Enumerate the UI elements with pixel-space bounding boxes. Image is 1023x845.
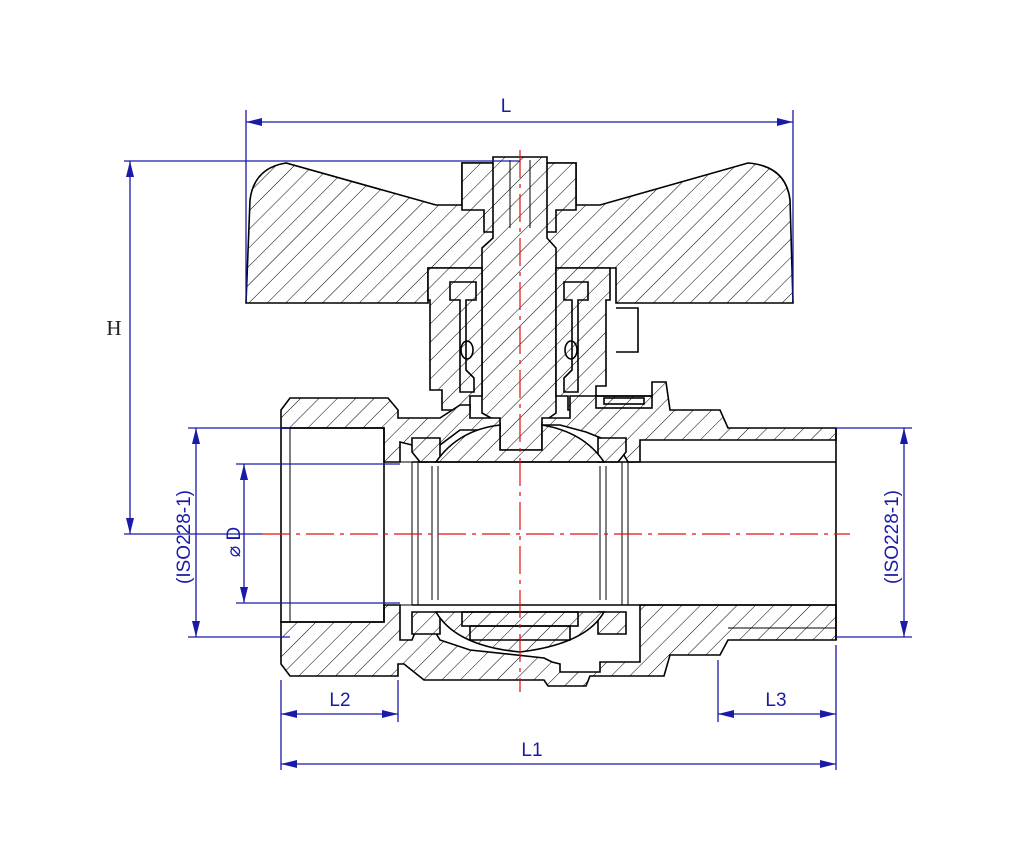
label-thread-left: (ISO228-1) — [174, 490, 195, 584]
stem — [481, 156, 557, 451]
dimension-L: L — [245, 96, 794, 300]
label-D: ⌀ D — [224, 527, 245, 557]
dimension-D: ⌀ D — [224, 463, 400, 604]
label-L3: L3 — [765, 690, 786, 711]
dimension-thread-left: (ISO228-1) — [174, 427, 290, 638]
dimension-L2: L2 — [280, 680, 399, 770]
label-L2: L2 — [329, 690, 350, 711]
ball — [434, 424, 606, 653]
label-L1: L1 — [521, 740, 542, 761]
dimension-L3: L3 — [717, 645, 837, 770]
center-lines — [262, 150, 850, 692]
bore — [280, 427, 837, 640]
label-H: H — [106, 316, 121, 340]
dimension-H: H — [106, 160, 520, 535]
dimension-L1: L1 — [281, 740, 836, 768]
bonnet — [427, 267, 639, 411]
label-L: L — [501, 96, 512, 117]
dimension-thread-right: (ISO228-1) — [836, 427, 912, 638]
label-thread-right: (ISO228-1) — [882, 490, 903, 584]
